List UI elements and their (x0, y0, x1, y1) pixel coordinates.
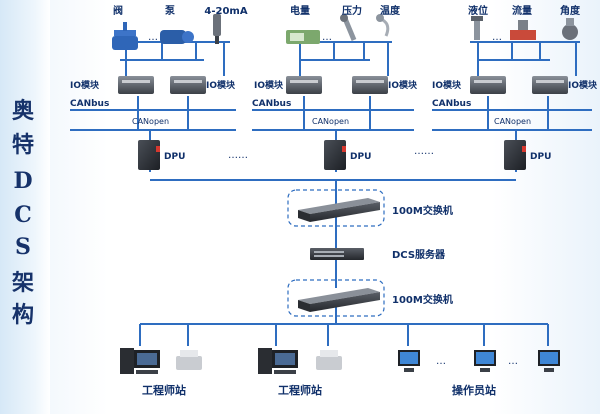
sensor-label: 压力 (342, 4, 362, 17)
io-label: IO模块 (388, 79, 418, 91)
title-char: C (14, 202, 32, 228)
dpu-label: DPU (530, 152, 551, 162)
dpu-icon (138, 140, 160, 170)
title-char: 奥 (11, 98, 34, 124)
io-module-icon (118, 76, 154, 94)
pressure-gauge-icon (340, 14, 357, 41)
network-switch-icon (298, 198, 380, 222)
switch-frame (287, 279, 385, 317)
ellipsis: … (436, 356, 446, 367)
power-meter-icon (286, 30, 320, 44)
canopen-label: CANopen (132, 117, 169, 126)
canopen-label: CANopen (494, 117, 531, 126)
temperature-probe-icon (376, 14, 390, 37)
station-label: 工程师站 (278, 383, 322, 397)
ellipsis: … (492, 32, 502, 43)
switch-label: 100M交换机 (392, 204, 453, 217)
io-module-icon (286, 76, 322, 94)
ellipsis: … (508, 356, 518, 367)
transmitter-icon (213, 14, 221, 44)
sensor-label: 电量 (290, 4, 310, 17)
sensor-label: 泵 (165, 5, 176, 17)
dpu-icon (504, 140, 526, 170)
sensor-label: 液位 (468, 4, 488, 17)
workstation-icon (258, 348, 298, 374)
io-label: IO模块 (568, 79, 598, 91)
flow-meter-icon (510, 20, 536, 40)
vertical-title: 奥 特 D C S 架 构 (0, 0, 50, 414)
server-label: DCS服务器 (392, 248, 446, 261)
title-char: 构 (11, 302, 34, 328)
level-sensor-icon (471, 16, 483, 40)
monitor-icon (474, 350, 496, 372)
io-module-icon (170, 76, 206, 94)
monitor-icon (538, 350, 560, 372)
dpu-icon (324, 140, 346, 170)
sensor-label: 角度 (560, 4, 581, 17)
workstation-icon (120, 348, 160, 374)
io-module-icon (352, 76, 388, 94)
ellipsis: …… (228, 150, 248, 161)
sensor-label: 4-20mA (204, 6, 247, 17)
angle-sensor-icon (562, 18, 578, 40)
ellipsis: … (322, 32, 332, 43)
dpu-label: DPU (350, 152, 371, 162)
switch-label: 100M交换机 (392, 293, 453, 306)
sensor-label: 阀 (113, 4, 123, 17)
canbus-label: CANbus (70, 99, 109, 109)
ellipsis: …… (414, 146, 434, 157)
io-label: IO模块 (70, 79, 100, 91)
io-label: IO模块 (432, 79, 462, 91)
printer-icon (176, 350, 202, 370)
switch-frame (287, 189, 385, 227)
canopen-label: CANopen (312, 117, 349, 126)
io-label: IO模块 (254, 79, 284, 91)
ellipsis: … (148, 32, 158, 43)
valve-icon (112, 22, 138, 50)
monitor-icon (398, 350, 420, 372)
canbus-label: CANbus (432, 99, 471, 109)
station-label: 操作员站 (452, 383, 496, 397)
title-char: S (15, 234, 31, 260)
title-char: 架 (11, 270, 34, 296)
sensor-label: 温度 (380, 4, 401, 17)
io-label: IO模块 (206, 79, 236, 91)
canbus-label: CANbus (252, 99, 291, 109)
io-module-icon (470, 76, 506, 94)
pump-icon (160, 30, 194, 44)
printer-icon (316, 350, 342, 370)
station-label: 工程师站 (142, 383, 186, 397)
sensor-label: 流量 (512, 4, 532, 17)
server-icon (310, 248, 364, 260)
io-module-icon (532, 76, 568, 94)
network-switch-icon (298, 288, 380, 312)
title-char: D (13, 168, 33, 194)
dpu-label: DPU (164, 152, 185, 162)
title-char: 特 (11, 132, 34, 158)
